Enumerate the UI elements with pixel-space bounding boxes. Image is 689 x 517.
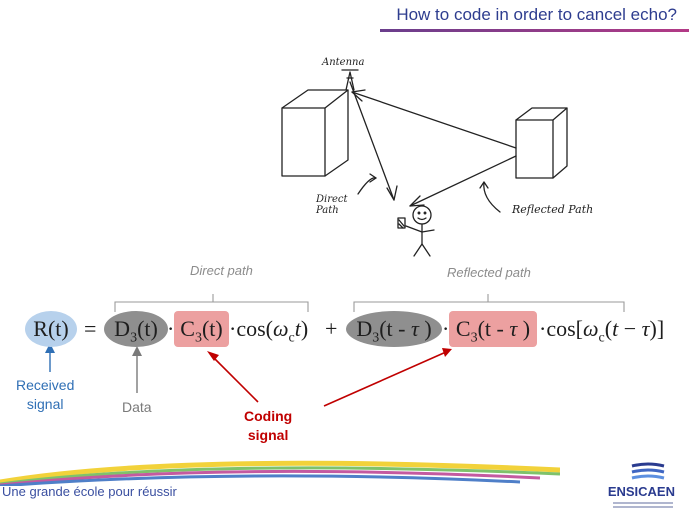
reflected-code-text: C3(t - τ ) xyxy=(455,316,531,346)
direct-brace xyxy=(114,294,309,312)
reflected-data-term: D3(t - τ ) xyxy=(346,311,442,347)
reflected-path-brace-label: Reflected path xyxy=(447,265,531,280)
equals-sign: = xyxy=(84,316,97,341)
ensicaen-logo-text: ENSICAEN xyxy=(607,484,675,499)
reflected-carrier-term: ·cos[ωc(t − τ)] xyxy=(539,316,665,346)
direct-ray xyxy=(349,81,395,201)
ensicaen-logo-mark xyxy=(631,462,665,480)
antenna-label: Antenna xyxy=(322,57,365,68)
phone xyxy=(397,217,406,229)
direct-data-term: D3(t) xyxy=(104,311,168,347)
direct-path-label: Direct Path xyxy=(316,194,348,216)
received-signal-term: R(t) xyxy=(25,311,77,347)
coding-arrows xyxy=(207,348,452,407)
received-term-text: R(t) xyxy=(33,316,69,341)
antenna xyxy=(341,69,359,91)
received-arrow xyxy=(45,343,55,372)
title-underline xyxy=(380,29,689,32)
logo-subtitle-lines xyxy=(613,500,673,510)
building-right xyxy=(515,107,568,179)
incident-ray xyxy=(351,91,517,149)
reflected-ray xyxy=(409,155,517,207)
direct-code-text: C3(t) xyxy=(180,316,223,346)
dot-operator: · xyxy=(167,316,175,341)
coding-signal-note: Coding signal xyxy=(244,408,293,443)
reflected-data-text: D3(t - τ ) xyxy=(356,316,432,346)
direct-code-term: C3(t) xyxy=(174,311,229,347)
building-left xyxy=(281,89,349,177)
data-arrow xyxy=(132,346,142,393)
reflected-brace xyxy=(353,294,625,312)
direct-path-brace-label: Direct path xyxy=(190,263,253,278)
footer-tagline: Une grande école pour réussir xyxy=(2,484,177,499)
echo-sketch xyxy=(281,69,568,257)
data-note: Data xyxy=(122,399,152,415)
reflected-code-term: C3(t - τ ) xyxy=(449,311,537,347)
direct-carrier-term: ·cos(ωct) xyxy=(229,316,309,346)
received-signal-note: Received signal xyxy=(16,377,75,412)
dot-operator-2: · xyxy=(442,316,450,341)
footer-swoosh xyxy=(0,460,560,486)
person xyxy=(405,205,435,257)
plus-sign: + xyxy=(325,316,338,341)
direct-data-text: D3(t) xyxy=(114,316,158,346)
reflected-path-label: Reflected Path xyxy=(512,203,594,216)
slide-title: How to code in order to cancel echo? xyxy=(396,5,677,24)
